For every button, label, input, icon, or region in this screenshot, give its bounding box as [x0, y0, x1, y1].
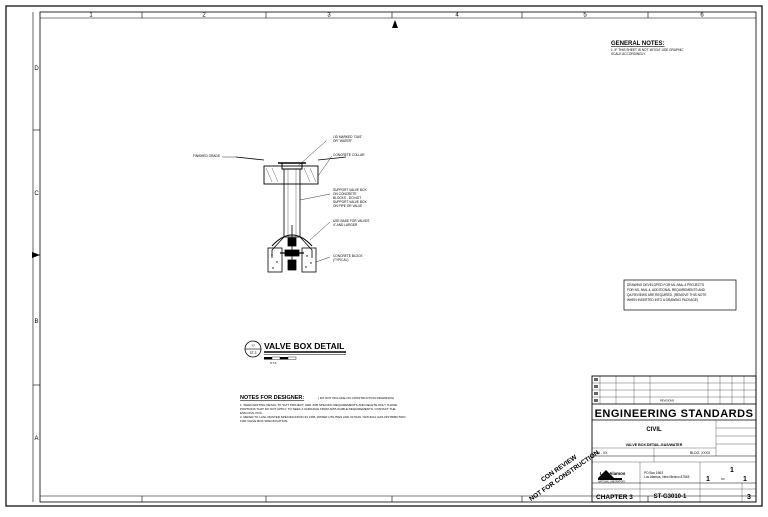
sheet-number: 1 — [730, 467, 734, 474]
project-note-line-4: WHEN INSERTED INTO A DRAWING PACKAGE) — [627, 298, 698, 302]
valve-box-detail-drawing — [222, 140, 347, 273]
callout-lid-2: OR "WATER" — [333, 139, 352, 143]
engineering-standards-title: ENGINEERING STANDARDS — [595, 408, 754, 420]
callout-support-5: ON PIPE OR VALVE — [333, 204, 362, 208]
stamp-line-2: NOT FOR CONSTRUCTION — [528, 449, 601, 503]
designer-notes-line-4: 2. REFER TO LANL MASTER SPECIFICATION 33… — [240, 415, 405, 419]
callout-grade: FINISHED GRADE — [193, 154, 220, 158]
sheet-index: 1 — [706, 476, 710, 483]
detail-bubble-bottom: ST-3 — [250, 351, 257, 355]
revision-number: 3 — [747, 494, 751, 501]
lab-subtitle: NATIONAL LABORATORY — [598, 481, 626, 484]
chapter-label: CHAPTER 3 — [596, 494, 633, 501]
detail-bubble-top: ?? — [251, 344, 255, 348]
col-label-2: 2 — [202, 13, 206, 19]
designer-notes-title: NOTES FOR DESIGNER: — [240, 395, 304, 401]
designer-notes-line-1: 1. WHEN EDITING DETAIL TO SUIT PROJECT, … — [240, 403, 397, 407]
callout-block-1: CONCRETE BLOCK — [333, 254, 363, 258]
drawing-title: VALVE BOX DETAIL-GAS/WATER — [626, 443, 683, 447]
drawing-number: ST-G3010-1 — [654, 494, 687, 500]
callout-support-2: ON CONCRETE — [333, 192, 357, 196]
project-note-line-3: QA REVIEWS ARE REQUIRED. (REMOVE THIS NO… — [627, 293, 706, 297]
designer-notes-line-5: FOR VALVE BOX SPECIFICATION. — [240, 419, 288, 423]
general-notes-line-2: SCALE ACCORDINGLY. — [611, 52, 646, 56]
callout-support-1: SUPPORT VALVE BOX — [333, 188, 367, 192]
project-note-line-1: DRAWING DEVELOPED FOR ML-NML-4 PROJECTS — [627, 283, 704, 287]
discipline-label: CIVIL — [646, 427, 662, 433]
sheet-of: OF — [721, 477, 725, 481]
callout-support-4: SUPPORT VALVE BOX — [333, 200, 367, 204]
row-label-d: D — [34, 66, 39, 72]
lab-address-1: PO Box 1663 — [644, 471, 663, 475]
callout-support-3: BLOCKS - DO NOT — [333, 196, 361, 200]
col-label-1: 1 — [89, 13, 93, 19]
row-label-a: A — [34, 436, 38, 442]
inner-border — [39, 11, 757, 503]
lab-address-2: Los Alamos, New Mexico 87545 — [644, 475, 690, 479]
bldg-label: BLDG. XXXX — [690, 451, 711, 455]
revision-row-fills — [594, 378, 598, 402]
lab-logo — [598, 470, 622, 480]
row-label-b: B — [34, 319, 38, 325]
center-arrow-top — [392, 20, 398, 28]
project-note-box — [623, 279, 737, 311]
lab-name: Los Alamos — [600, 471, 626, 476]
designer-notes-subtitle: ( DO NOT INCLUDE ON CONSTRUCTION DRAWING… — [318, 396, 394, 400]
graphic-scale-bar — [264, 356, 297, 360]
ta-label: TA - XX — [596, 451, 608, 455]
review-stamp: CON REVIEW NOT FOR CONSTRUCTION — [528, 449, 601, 503]
row-label-c: C — [34, 191, 39, 197]
col-label-3: 3 — [327, 13, 331, 19]
col-label-6: 6 — [700, 13, 704, 19]
callout-base-1: USE BASE FOR VALVES — [333, 219, 369, 223]
scale-label: N.T.S. — [270, 361, 277, 365]
col-label-4: 4 — [455, 13, 459, 19]
center-arrow-left — [32, 252, 40, 258]
designer-notes-line-2: PORTIONS THAT DO NOT APPLY. TO SEEK A VA… — [240, 407, 395, 411]
callout-lid-1: LID MARKED "GAS" — [333, 135, 362, 139]
sheet-total: 1 — [743, 476, 747, 483]
general-notes-title: GENERAL NOTES: — [611, 41, 665, 47]
col-label-5: 5 — [583, 13, 587, 19]
designer-notes-line-3: ESM CIVIL POC. — [240, 411, 263, 415]
callout-block-2: (TYPICAL) — [333, 258, 348, 262]
project-note-line-2: FOR NS, NML-4, ADDITIONAL REQUIREMENTS A… — [627, 288, 706, 292]
detail-title: VALVE BOX DETAIL — [264, 341, 344, 351]
general-notes-line-1: 1. IF THIS SHEET IS NOT 16"X34" USE GRAP… — [611, 48, 684, 52]
outer-border — [5, 5, 763, 507]
callout-collar: CONCRETE COLLAR — [333, 153, 365, 157]
title-block — [591, 375, 757, 503]
callout-base-2: 4" AND LARGER — [333, 223, 358, 227]
detail-bubble — [244, 340, 262, 358]
revisions-label: REVISIONS — [660, 399, 674, 403]
